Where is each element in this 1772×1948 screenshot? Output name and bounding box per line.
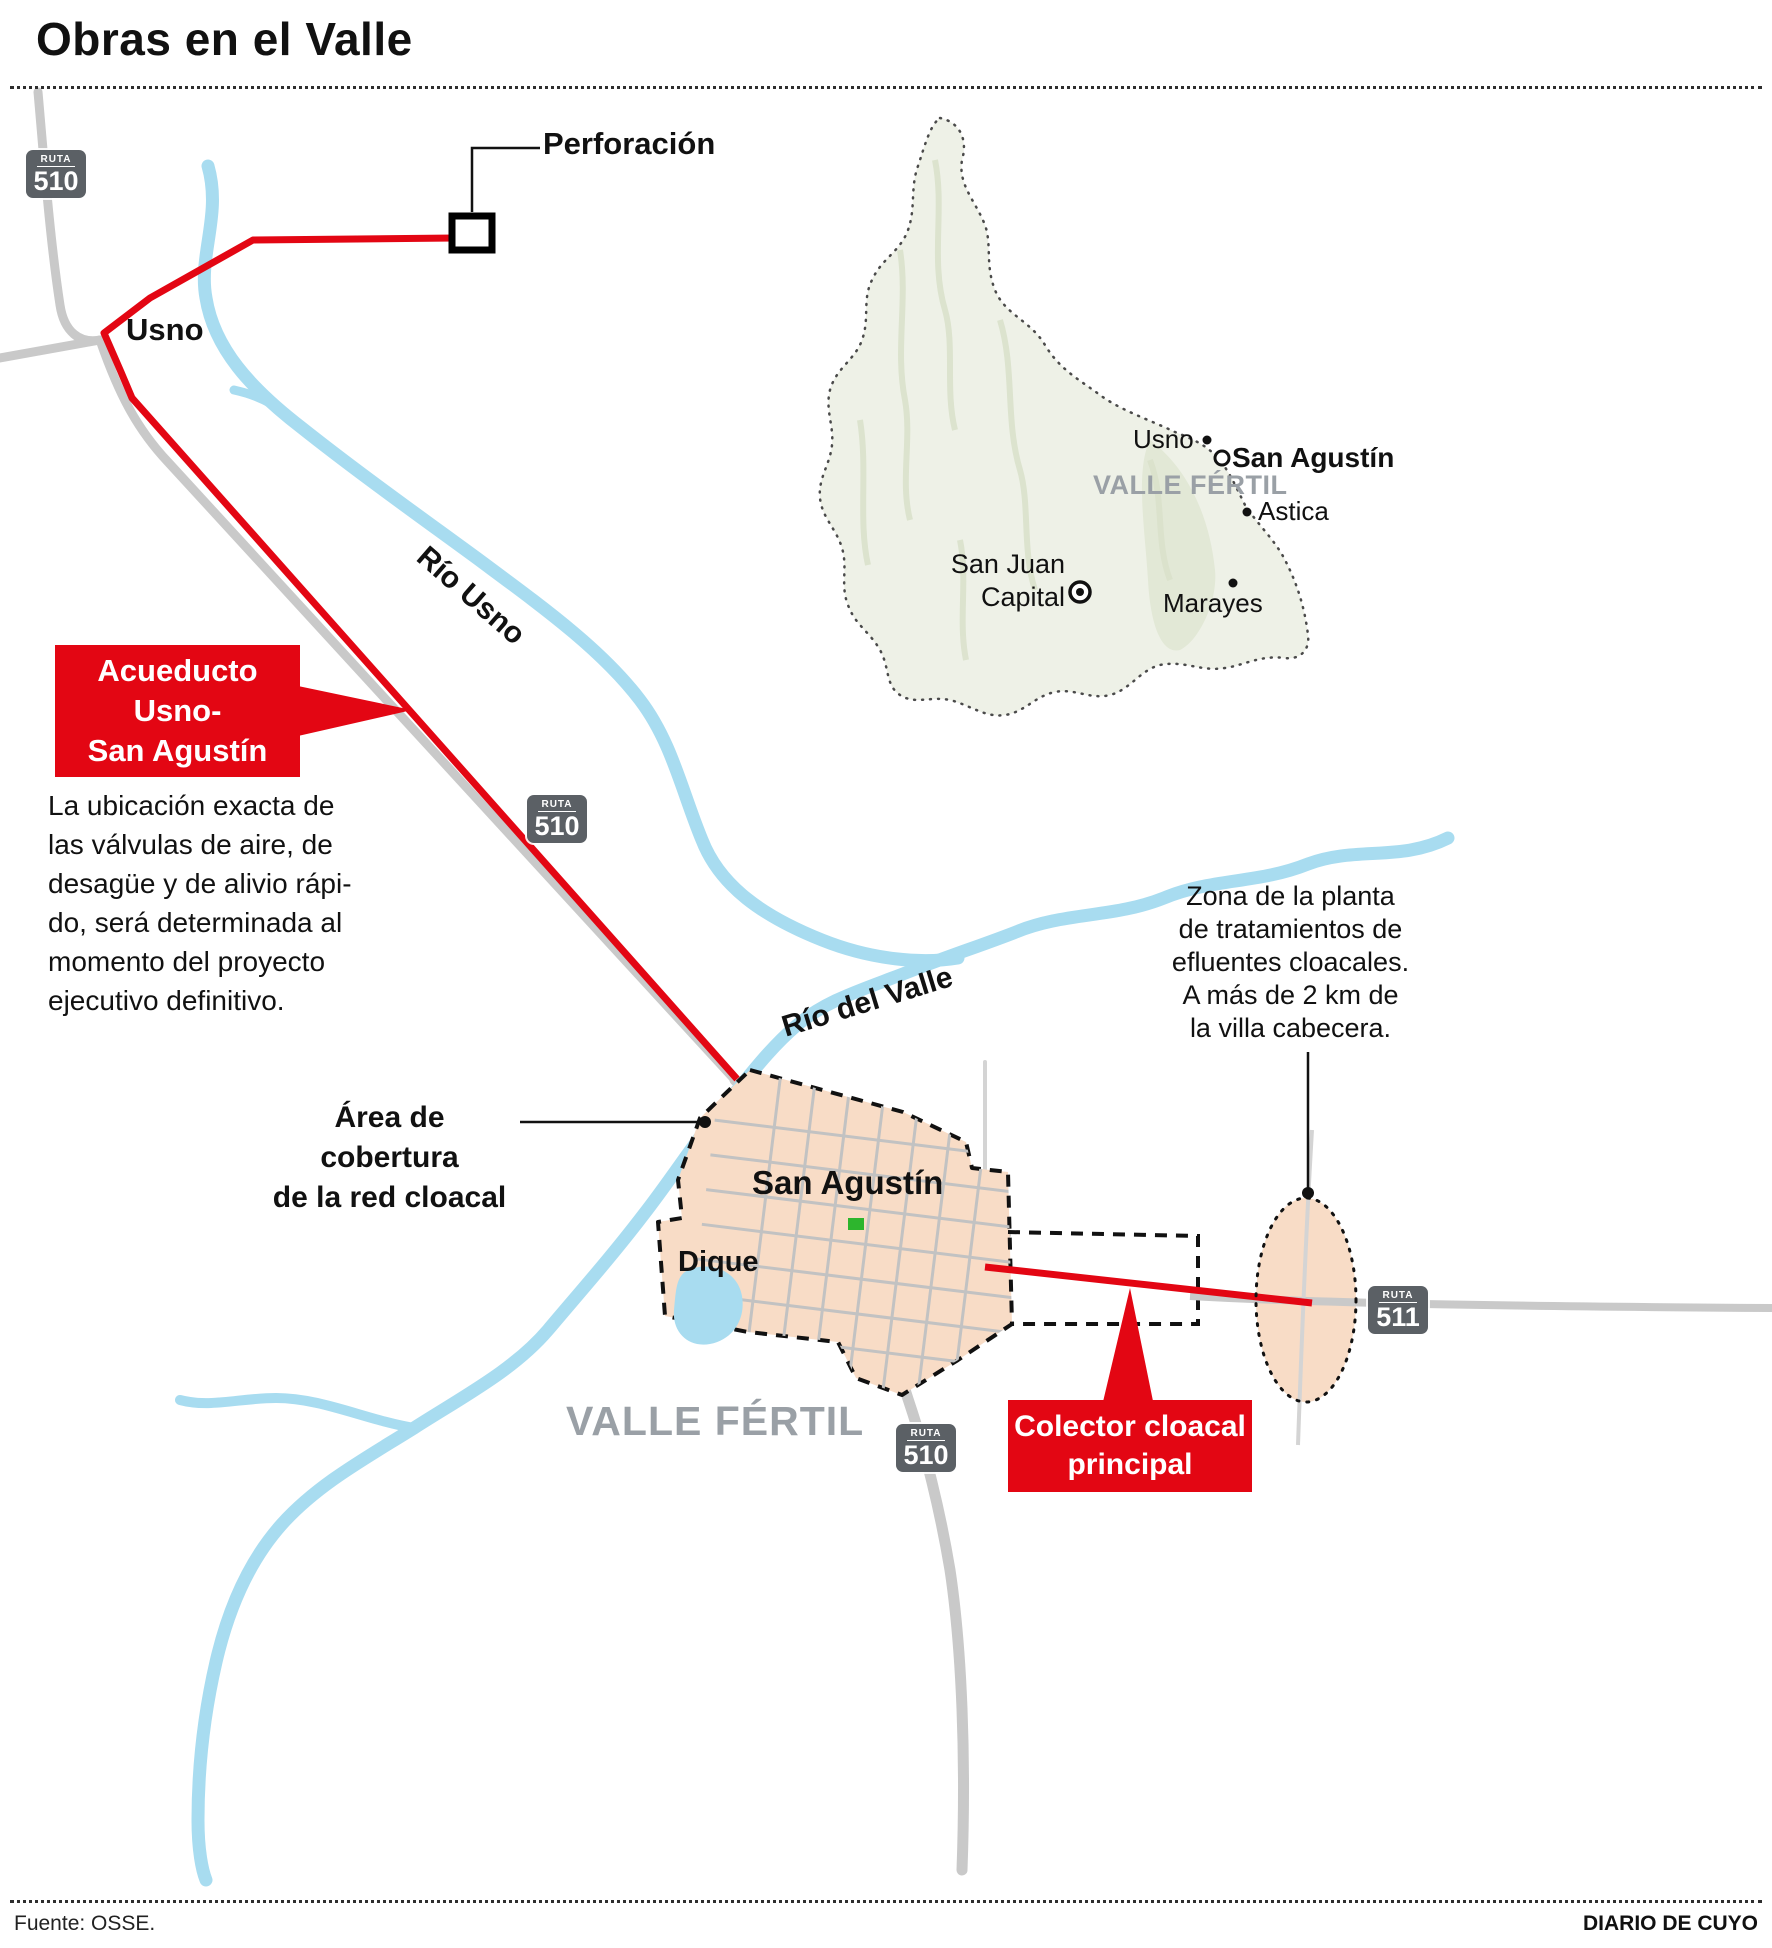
route-shield-510-north: RUTA 510: [26, 150, 86, 198]
inset-san-agustin-label: San Agustín: [1232, 442, 1395, 473]
route-shield-510-middle: RUTA 510: [527, 795, 587, 843]
usno-town-label: Usno: [126, 312, 204, 347]
route-shield-number: 510: [33, 165, 79, 196]
perforacion-label: Perforación: [543, 126, 716, 161]
inset-marayes-label: Marayes: [1163, 588, 1263, 618]
publisher-credit: DIARIO DE CUYO: [1582, 1912, 1758, 1935]
province-relief: [857, 159, 1173, 661]
river-branch-southwest: [175, 1392, 419, 1433]
town-coverage-area: [656, 1068, 1014, 1397]
plant-zone-outline: [1254, 1196, 1358, 1404]
aqueduct-line: [100, 234, 740, 1082]
inset-capital-marker-inner: [1076, 588, 1084, 596]
road-510-diagonal: [95, 335, 740, 1085]
colector-callout: Colector cloacal principal: [1008, 1400, 1252, 1492]
coverage-area-label: Área de cobertura de la red cloacal: [272, 1101, 507, 1214]
inset-marayes-dot: [1228, 578, 1238, 588]
dique-lake: [673, 1266, 743, 1345]
inset-astica-label: Astica: [1258, 496, 1329, 526]
route-shield-number: 511: [1376, 1301, 1420, 1332]
san-agustin-town-label: San Agustín: [752, 1164, 944, 1201]
collector-line: [984, 1263, 1313, 1307]
inset-astica-dot: [1242, 507, 1252, 517]
inset-san-juan-capital-label: San Juan Capital: [950, 549, 1065, 612]
perforacion-connector: [470, 146, 540, 212]
inset-province-map: [818, 116, 1310, 717]
acueducto-callout-pointer: [298, 686, 412, 736]
inset-usno-label: Usno: [1133, 424, 1194, 454]
valves-note-paragraph: La ubicación exacta de las válvulas de a…: [48, 790, 352, 1016]
valle-fertil-region-label: VALLE FÉRTIL: [566, 1398, 865, 1444]
perforacion-marker: [448, 212, 496, 254]
rio-usno-line: [197, 159, 965, 968]
road-north-west: [33, 87, 105, 346]
zona-connector-dot: [1302, 1187, 1314, 1199]
colector-callout-pointer: [1102, 1288, 1154, 1406]
province-shape: [818, 116, 1310, 717]
town-plaza-marker: [848, 1218, 864, 1230]
plant-zone-note: Zona de la planta de tratamientos de efl…: [1171, 881, 1410, 1043]
route-shield-ruta-text: RUTA: [907, 1428, 945, 1441]
acueducto-callout: Acueducto Usno- San Agustín: [55, 645, 300, 777]
area-connector-dot: [699, 1116, 711, 1128]
route-shield-511-east: RUTA 511: [1368, 1286, 1428, 1334]
page-title: Obras en el Valle: [36, 13, 413, 65]
inset-usno-dot: [1202, 435, 1212, 445]
route-shield-510-south: RUTA 510: [896, 1424, 956, 1472]
top-dotted-rule: [10, 86, 1762, 89]
collector-dashed-corridor: [1007, 1230, 1200, 1326]
route-shield-number: 510: [534, 810, 580, 841]
bottom-dotted-rule: [10, 1900, 1762, 1903]
route-shield-number: 510: [903, 1439, 949, 1470]
route-shield-ruta-text: RUTA: [538, 799, 576, 812]
dique-label: Dique: [678, 1246, 759, 1278]
inset-san-agustin-marker: [1213, 449, 1231, 467]
route-shield-ruta-text: RUTA: [1379, 1290, 1417, 1303]
rio-usno-branch: [229, 385, 307, 433]
road-usno-west: [0, 335, 105, 363]
source-credit: Fuente: OSSE.: [14, 1912, 156, 1935]
inset-valle-fertil-label: VALLE FÉRTIL: [1093, 470, 1288, 500]
route-shield-ruta-text: RUTA: [37, 154, 75, 167]
